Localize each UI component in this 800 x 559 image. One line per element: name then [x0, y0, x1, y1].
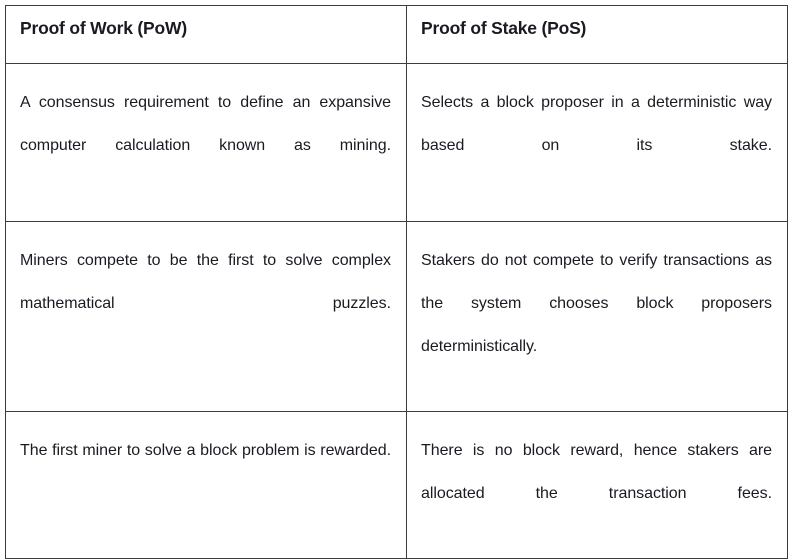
column-header-pos: Proof of Stake (PoS) [406, 5, 788, 64]
column-header-pow-label: Proof of Work (PoW) [20, 18, 187, 38]
column-header-pos-label: Proof of Stake (PoS) [421, 18, 587, 38]
cell-pos-1-text: Selects a block proposer in a determinis… [421, 94, 772, 154]
comparison-table: Proof of Work (PoW) Proof of Stake (PoS)… [5, 5, 788, 559]
cell-pos-2-text: Stakers do not compete to verify transac… [421, 252, 772, 355]
cell-pow-2-text: Miners compete to be the first to solve … [20, 252, 391, 312]
cell-pow-1-text: A consensus requirement to define an exp… [20, 94, 391, 154]
table-row: A consensus requirement to define an exp… [5, 63, 788, 222]
cell-pos-3-text: There is no block reward, hence stakers … [421, 442, 772, 502]
cell-pow-1: A consensus requirement to define an exp… [5, 63, 407, 222]
table-header-row: Proof of Work (PoW) Proof of Stake (PoS) [5, 5, 788, 64]
cell-pos-2-text-wrap: Stakers do not compete to verify transac… [407, 222, 787, 411]
cell-pos-1: Selects a block proposer in a determinis… [406, 63, 788, 222]
cell-pow-1-text-wrap: A consensus requirement to define an exp… [6, 64, 406, 210]
table-row: Miners compete to be the first to solve … [5, 221, 788, 412]
column-header-pow: Proof of Work (PoW) [5, 5, 407, 64]
cell-pow-2: Miners compete to be the first to solve … [5, 221, 407, 412]
table-header: Proof of Work (PoW) Proof of Stake (PoS) [5, 5, 788, 64]
table-body: A consensus requirement to define an exp… [5, 63, 788, 559]
cell-pos-3: There is no block reward, hence stakers … [406, 411, 788, 559]
cell-pow-2-text-wrap: Miners compete to be the first to solve … [6, 222, 406, 368]
cell-pos-3-text-wrap: There is no block reward, hence stakers … [407, 412, 787, 558]
cell-pos-1-text-wrap: Selects a block proposer in a determinis… [407, 64, 787, 210]
table-row: The first miner to solve a block problem… [5, 411, 788, 559]
cell-pow-3-text: The first miner to solve a block problem… [20, 442, 391, 459]
cell-pow-3-text-wrap: The first miner to solve a block problem… [6, 412, 406, 515]
cell-pow-3: The first miner to solve a block problem… [5, 411, 407, 559]
cell-pos-2: Stakers do not compete to verify transac… [406, 221, 788, 412]
page-canvas: Proof of Work (PoW) Proof of Stake (PoS)… [5, 5, 788, 559]
